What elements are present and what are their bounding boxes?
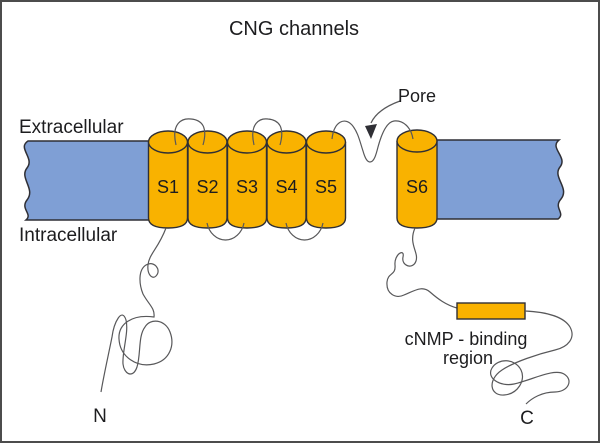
cnmp-label-line1: cNMP - binding bbox=[405, 329, 528, 349]
segment-s3-label: S3 bbox=[236, 177, 258, 197]
membrane-band-right bbox=[421, 139, 565, 220]
extracellular-loop-s3-s4 bbox=[252, 118, 283, 146]
segment-s5-label: S5 bbox=[315, 177, 337, 197]
segment-s4-label: S4 bbox=[275, 177, 297, 197]
segment-s1-body bbox=[147, 142, 189, 229]
extracellular-label: Extracellular bbox=[19, 117, 124, 138]
pore-arrowhead-icon bbox=[365, 124, 377, 139]
segment-s3-top bbox=[226, 130, 268, 154]
intracellular-loop-s4-s5 bbox=[285, 222, 324, 241]
n-terminus-squiggle bbox=[100, 227, 173, 393]
cnmp-label-line2: region bbox=[443, 348, 493, 368]
cnmp-binding-rect bbox=[456, 302, 526, 320]
segment-s6-top bbox=[396, 129, 438, 153]
segment-s2-top bbox=[187, 130, 228, 154]
segment-s1-top bbox=[147, 130, 189, 154]
segment-s3-body bbox=[226, 142, 268, 229]
segment-s3 bbox=[226, 130, 268, 229]
segment-s1-label: S1 bbox=[157, 177, 179, 197]
extracellular-loop-s1-s2 bbox=[174, 118, 206, 146]
pore-loop bbox=[331, 120, 414, 163]
segment-s2 bbox=[187, 130, 228, 229]
s6-to-cnmp-squiggle bbox=[386, 227, 458, 309]
segment-s2-label: S2 bbox=[196, 177, 218, 197]
intracellular-label: Intracellular bbox=[19, 225, 118, 246]
segment-s1 bbox=[147, 130, 189, 229]
segment-s4-top bbox=[266, 130, 307, 154]
c-terminus-label: C bbox=[520, 408, 534, 429]
n-terminus-label: N bbox=[93, 406, 107, 427]
segment-s4-body bbox=[266, 142, 307, 229]
cnmp-to-c-squiggle bbox=[490, 310, 573, 405]
segment-s5 bbox=[305, 130, 347, 229]
intracellular-loop-s2-s3 bbox=[206, 222, 245, 241]
segment-s5-body bbox=[305, 142, 347, 229]
pore-arrow-line bbox=[370, 100, 401, 124]
pore-label: Pore bbox=[398, 86, 436, 106]
segment-s6-body bbox=[396, 141, 438, 229]
membrane-band-left bbox=[23, 140, 163, 221]
segment-s5-top bbox=[305, 130, 347, 154]
segment-s2-body bbox=[187, 142, 228, 229]
segment-s6-label: S6 bbox=[406, 177, 428, 197]
segment-s6 bbox=[396, 129, 438, 229]
diagram-title: CNG channels bbox=[229, 18, 359, 40]
